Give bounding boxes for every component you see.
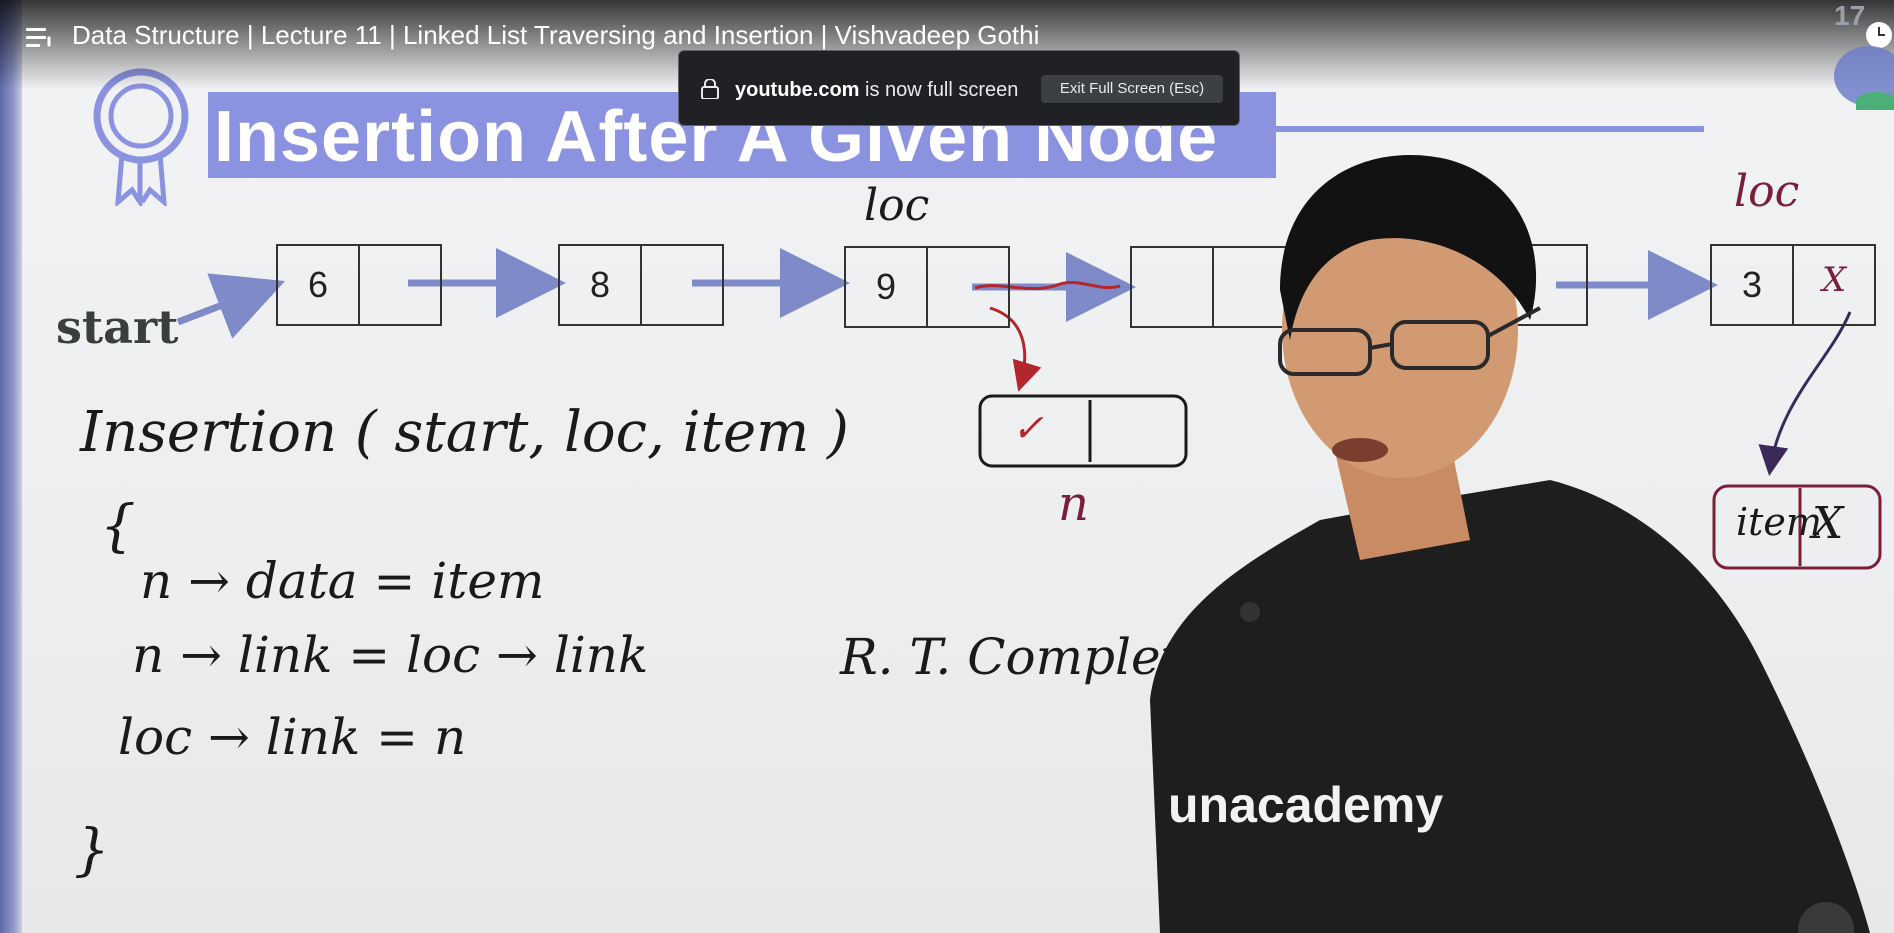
clock-icon[interactable] bbox=[1866, 22, 1892, 48]
list-node: 6 bbox=[276, 244, 442, 326]
lock-icon bbox=[701, 79, 719, 99]
video-title[interactable]: Data Structure | Lecture 11 | Linked Lis… bbox=[72, 20, 1040, 50]
list-node: 9 bbox=[844, 246, 1010, 328]
start-label: start bbox=[56, 300, 179, 354]
node-value: 6 bbox=[278, 246, 360, 324]
list-node: 8 bbox=[558, 244, 724, 326]
code-line-2: n → link = loc → link bbox=[132, 626, 649, 684]
presenter-image bbox=[1150, 155, 1870, 933]
node-value: 9 bbox=[846, 248, 928, 326]
slide-left-strip bbox=[0, 0, 22, 933]
crossed-link-scribble bbox=[974, 281, 1121, 291]
corner-indicator bbox=[1856, 92, 1894, 110]
fullscreen-domain: youtube.com bbox=[735, 79, 860, 101]
tail-item-text: item bbox=[1736, 500, 1822, 544]
heading-underline bbox=[1270, 126, 1704, 132]
loc-annotation-right: loc bbox=[1734, 166, 1800, 217]
loc-annotation-top: loc bbox=[864, 180, 930, 231]
unacademy-logo: unacademy bbox=[1168, 777, 1444, 833]
playlist-menu-icon[interactable] bbox=[26, 26, 54, 50]
node-value: 3 bbox=[1712, 246, 1794, 324]
new-node-box bbox=[978, 394, 1188, 468]
tail-item-box bbox=[1712, 484, 1882, 570]
node-value bbox=[1132, 248, 1214, 326]
new-node-data: ✓ bbox=[1012, 406, 1044, 450]
new-node-arrow bbox=[989, 306, 1042, 392]
fullscreen-notice: youtube.com is now full screen Exit Full… bbox=[678, 50, 1240, 126]
code-open-brace: { bbox=[100, 494, 136, 559]
code-close-brace: } bbox=[74, 818, 110, 883]
fullscreen-message: youtube.com is now full screen bbox=[735, 79, 1018, 102]
corner-number: 17 bbox=[1834, 0, 1866, 31]
node-value: 8 bbox=[560, 246, 642, 324]
start-arrow bbox=[176, 273, 286, 339]
list-node: 3 bbox=[1710, 244, 1876, 326]
code-line-1: n → data = item bbox=[140, 552, 545, 610]
rt-complexity-note: R. T. Complexi bbox=[840, 628, 1205, 686]
code-line-3: loc → link = n bbox=[118, 708, 467, 766]
fullscreen-message-text: is now full screen bbox=[859, 79, 1019, 101]
tail-link-text: X bbox=[1812, 498, 1844, 549]
exit-fullscreen-button[interactable]: Exit Full Screen (Esc) bbox=[1041, 75, 1223, 103]
new-node-label: n bbox=[1058, 476, 1089, 532]
tail-crossed-link: X bbox=[1822, 260, 1847, 300]
code-signature: Insertion ( start, loc, item ) bbox=[80, 400, 849, 465]
tail-item-arrow bbox=[1758, 311, 1852, 476]
